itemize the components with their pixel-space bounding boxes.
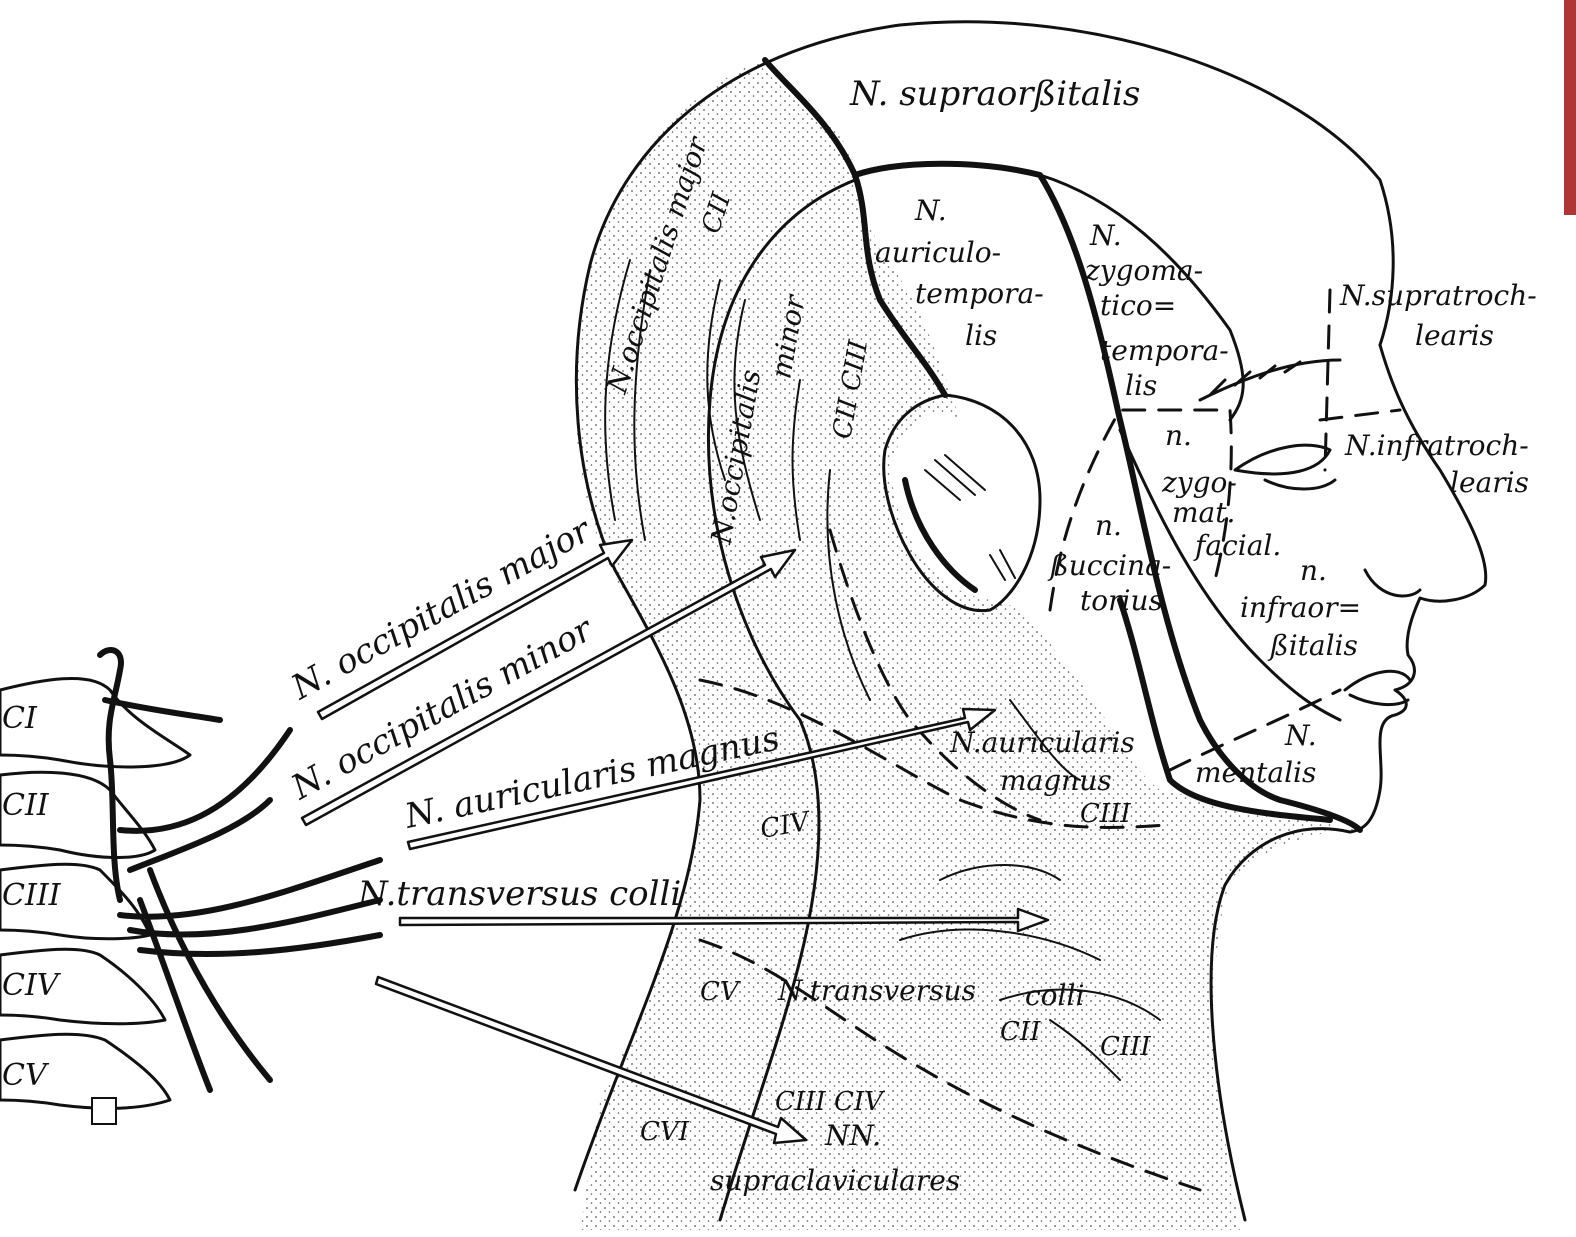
label-buccinatorius-1: n. [1095,509,1122,542]
label-zygomaticofacialis-3: mat. [1172,496,1235,529]
label-zygomaticofacialis-2: zygo- [1161,466,1237,499]
vertebra-label-c4: CIV [2,968,62,1003]
vertebra-label-c1: CI [2,701,38,736]
label-head-auricularis-2: magnus [1000,764,1112,797]
label-segment-c3c4-lower: CIII CIV [775,1087,885,1117]
label-infraorbitalis-3: ßitalis [1267,629,1358,662]
label-occipitalis-major: N. occipitalis major [284,510,599,709]
label-supratrochlearis-1: N.supratroch- [1339,279,1537,312]
label-zygomaticotemporalis-1: N. [1089,219,1122,252]
label-supratrochlearis-2: learis [1415,319,1494,352]
label-supraclaviculares-1: NN. [824,1119,881,1152]
ear-hatch [925,455,1015,580]
label-infraorbitalis-2: infraor= [1240,591,1361,624]
label-segment-c3-jaw: CIII [1080,799,1131,829]
label-buccinatorius-2: ßuccina- [1047,549,1171,582]
label-auriculotemporalis-2: auriculo- [875,236,1001,269]
label-zygomaticotemporalis-3: tico= [1100,289,1176,322]
label-auriculotemporalis-1: N. [914,194,947,227]
vertebra-label-c2: CII [2,788,50,823]
face-profile [1350,345,1486,832]
label-segment-c6-neck: CVI [640,1117,690,1147]
label-segment-c5-neck: CV [700,977,741,1007]
eye [1235,445,1335,489]
label-infratrochlearis-1: N.infratroch- [1344,429,1529,462]
label-zygomaticofacialis-4: facial. [1193,529,1281,562]
nostril [1365,570,1420,596]
label-mentalis-2: mentalis [1195,756,1316,789]
label-supraclaviculares-2: supraclaviculares [710,1164,960,1197]
label-auriculotemporalis-3: tempora- [915,277,1044,310]
label-head-auricularis-1: N.auricularis [949,726,1135,759]
label-auriculotemporalis-4: lis [965,319,997,352]
page-edge-band [1564,0,1576,215]
label-supraorbitalis: N. supraorßitalis [849,74,1140,114]
label-zygomaticotemporalis-4: tempora- [1100,334,1229,367]
label-neck-transversus-1: N.transversus [777,974,976,1007]
label-zygomaticotemporalis-5: lis [1125,369,1157,402]
label-neck-transversus-2: colli [1025,979,1084,1012]
label-segment-c3-throat: CIII [1100,1032,1151,1062]
label-infraorbitalis-1: n. [1300,554,1327,587]
label-segment-c2-throat: CII [1000,1017,1041,1047]
label-zygomaticotemporalis-2: zygoma- [1084,254,1203,287]
label-infratrochlearis-2: learis [1450,466,1529,499]
label-buccinatorius-3: torius [1080,584,1163,617]
label-transversus-colli: N.transversus colli [357,874,681,914]
vertebra-label-c5: CV [2,1058,50,1093]
vertebra-label-c3: CIII [2,878,62,913]
label-zygomaticofacialis-1: n. [1165,419,1192,452]
neck-front [1211,829,1350,1220]
label-mentalis-1: N. [1284,719,1317,752]
